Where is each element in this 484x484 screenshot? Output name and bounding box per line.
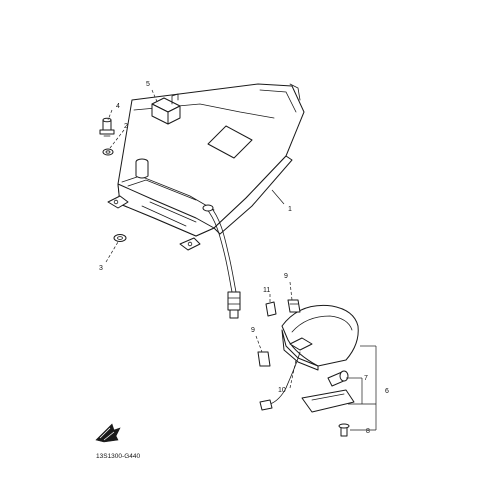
part-5-relay: [151, 93, 181, 125]
part-2-washer: [102, 148, 114, 156]
callout-4: 4: [116, 103, 120, 110]
callout-2: 2: [124, 123, 128, 130]
callout-11: 11: [263, 287, 270, 294]
part-4-bolt: [99, 117, 115, 137]
callout-9-left: 9: [251, 327, 255, 334]
wire-harness: [202, 204, 241, 319]
front-arrow-icon: [95, 423, 121, 443]
callout-7: 7: [364, 375, 368, 382]
part-3-grommet: [113, 234, 127, 242]
callout-5: 5: [146, 81, 150, 88]
callout-10: 10: [278, 387, 286, 394]
callout-3: 3: [99, 265, 103, 272]
callout-1: 1: [288, 206, 292, 213]
callouts: 1 2 3 4 5 6 7 8 9 9 10 11: [99, 81, 389, 435]
callout-8: 8: [366, 428, 370, 435]
part-1-bracket: [107, 83, 305, 251]
drawing-code: 13S1300-G440: [96, 453, 140, 460]
callout-6: 6: [385, 388, 389, 395]
tail-light-assembly: [257, 299, 359, 437]
callout-9-top: 9: [284, 273, 288, 280]
leader-lines: [105, 89, 377, 431]
